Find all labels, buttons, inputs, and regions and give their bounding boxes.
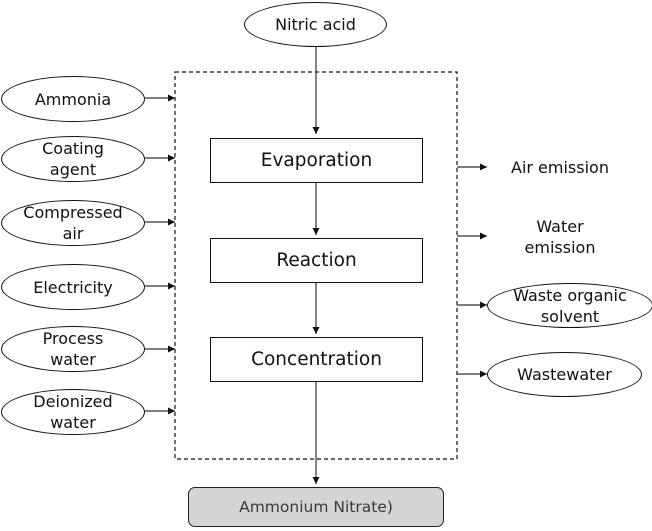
output-water-emission: Water emission (490, 214, 630, 260)
output-waste-organic-solvent-label: Waste organic solvent (513, 285, 627, 326)
step-reaction-label: Reaction (276, 250, 357, 271)
input-electricity: Electricity (1, 264, 145, 310)
input-coating-agent: Coating agent (1, 136, 145, 182)
step-evaporation: Evaporation (210, 138, 423, 183)
step-concentration: Concentration (210, 337, 423, 382)
step-evaporation-label: Evaporation (260, 150, 373, 171)
input-coating-agent-label: Coating agent (42, 139, 104, 179)
input-deionized-water-label: Deionized water (33, 392, 113, 432)
output-air-emission: Air emission (490, 152, 630, 182)
input-ammonia-label: Ammonia (34, 89, 112, 109)
input-deionized-water: Deionized water (1, 389, 145, 435)
nitric-acid-label: Nitric acid (275, 15, 356, 34)
step-concentration-label: Concentration (251, 349, 382, 370)
input-compressed-air-label: Compressed air (23, 203, 123, 243)
input-compressed-air: Compressed air (1, 200, 145, 246)
output-wastewater-label: Wastewater (517, 365, 612, 384)
nitric-acid-node: Nitric acid (244, 2, 387, 47)
output-waste-organic-solvent: Waste organic solvent (487, 283, 652, 328)
input-ammonia: Ammonia (1, 76, 145, 122)
input-process-water: Process water (1, 326, 145, 372)
step-reaction: Reaction (210, 238, 423, 283)
output-air-emission-label: Air emission (511, 157, 609, 177)
input-process-water-label: Process water (42, 329, 104, 369)
input-electricity-label: Electricity (33, 277, 113, 297)
output-water-emission-label: Water emission (524, 217, 596, 257)
product-ammonium-nitrate: Ammonium Nitrate) (188, 487, 444, 527)
output-wastewater: Wastewater (487, 352, 642, 397)
product-label: Ammonium Nitrate) (239, 497, 393, 516)
